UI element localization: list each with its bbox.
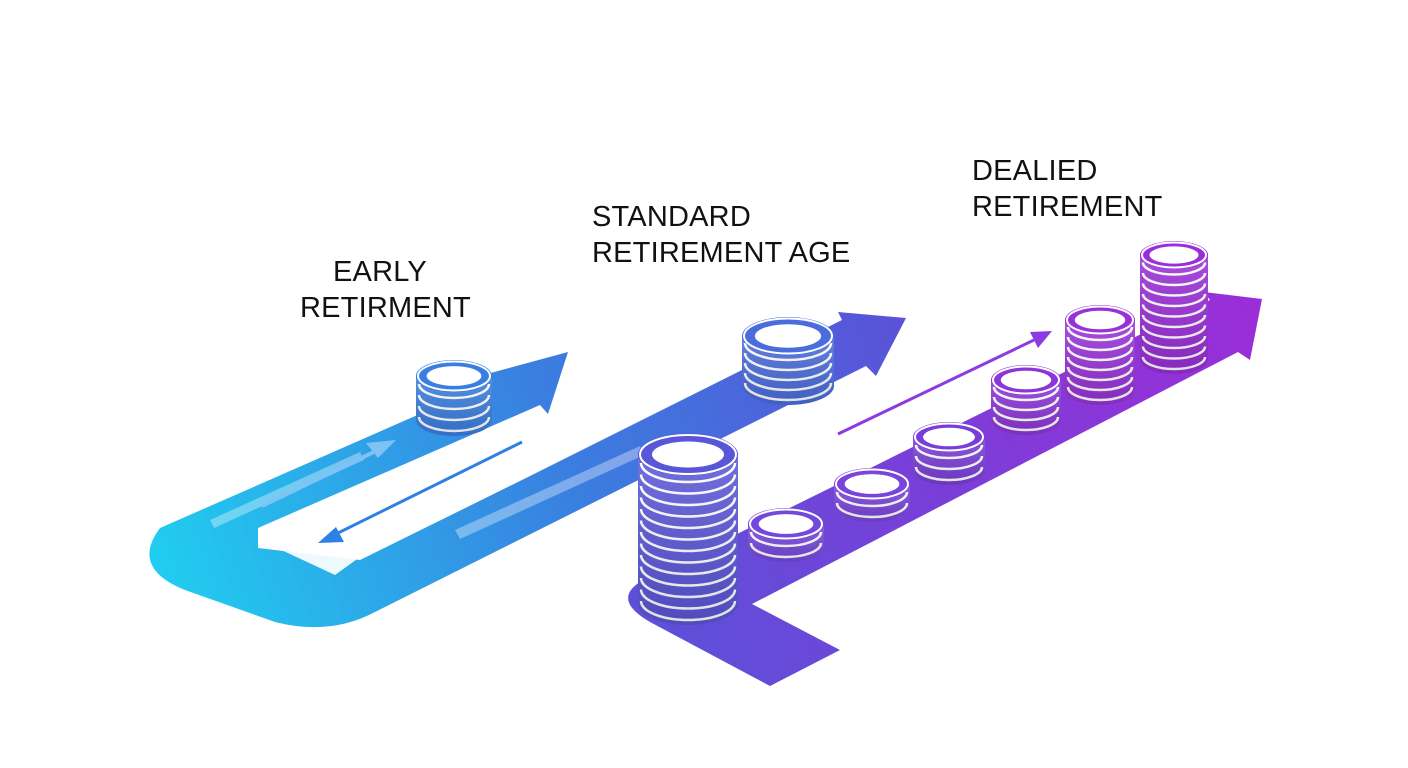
coin-stack-delayed-7	[991, 365, 1061, 435]
coin-stack-shade	[742, 336, 834, 405]
coin-top-rim	[835, 468, 909, 500]
up-arrow-delayed-path	[837, 331, 1052, 436]
down-arrow-early-path	[318, 440, 523, 543]
coin-stack-shade	[1140, 255, 1208, 374]
coin-stack-shade	[638, 454, 738, 625]
early-path-highlight-strip	[210, 452, 364, 528]
coin-top-rim	[749, 508, 823, 540]
coin-top-rim	[1141, 241, 1207, 269]
coin-top-rim	[417, 360, 491, 392]
early-label-line1: EARLY	[333, 256, 427, 288]
standard-label-line1: STANDARD	[592, 201, 751, 233]
coin-top-inner	[1000, 370, 1052, 390]
coin-stack-standard-2	[742, 317, 834, 405]
coin-stack-early-1	[416, 360, 492, 436]
coin-stack-delayed-4	[748, 508, 824, 562]
delayed-retirement-label: DEALIED RETIREMENT	[972, 153, 1163, 225]
coin-stack-standard-3	[638, 433, 738, 625]
coin-top-inner	[758, 514, 814, 534]
standard-label-line2: RETIREMENT AGE	[592, 237, 851, 269]
coin-top-inner	[754, 324, 822, 348]
standard-retirement-label: STANDARD RETIREMENT AGE	[592, 199, 850, 271]
early-retirement-label: EARLY RETIRMENT	[300, 254, 471, 326]
standard-path-highlight-strip	[455, 446, 644, 539]
coin-top-inner	[923, 427, 975, 447]
coin-stack-delayed-6	[913, 422, 985, 485]
coin-top-rim	[914, 422, 984, 452]
coin-stack-shade	[1065, 320, 1135, 405]
coin-top-rim	[1066, 305, 1134, 335]
coin-top-rim	[639, 434, 737, 475]
coin-top-rim	[992, 365, 1060, 395]
delayed-label-line2: RETIREMENT	[972, 191, 1163, 223]
coin-top-inner	[844, 474, 900, 494]
early-label-line2: RETIRMENT	[300, 292, 471, 324]
coin-stacks	[416, 241, 1208, 625]
early-retirement-path	[149, 312, 907, 628]
coin-stack-shade	[991, 380, 1061, 435]
coin-stack-delayed-9	[1140, 241, 1208, 374]
coin-top-inner	[426, 366, 482, 386]
coin-stack-delayed-5	[834, 468, 910, 522]
coin-stack-delayed-8	[1065, 305, 1135, 405]
coin-top-inner	[1149, 246, 1199, 264]
coin-stack-shade	[416, 376, 492, 436]
delayed-label-line1: DEALIED	[972, 155, 1098, 187]
coin-top-inner	[652, 441, 724, 468]
up-arrow-early-path	[261, 440, 396, 508]
coin-top-rim	[743, 317, 833, 355]
coin-top-inner	[1074, 310, 1126, 330]
